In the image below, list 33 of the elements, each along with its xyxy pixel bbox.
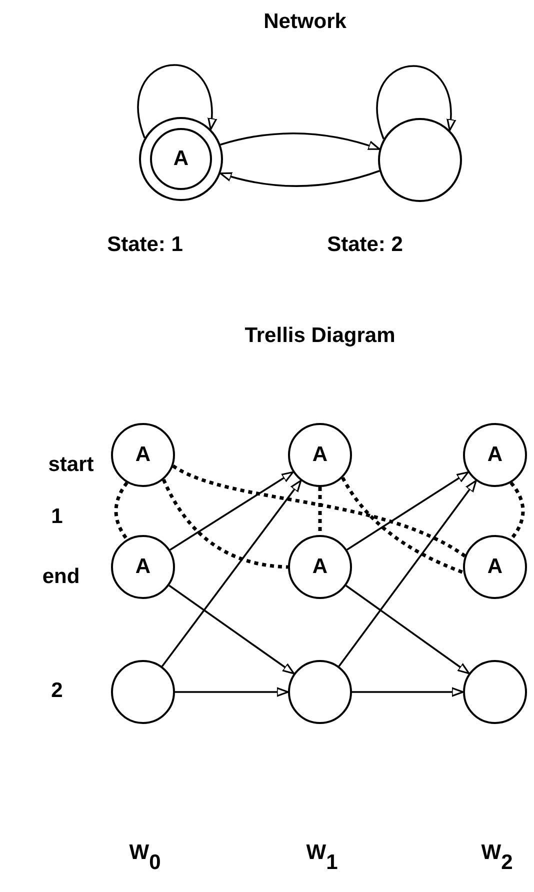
state-circle bbox=[288, 423, 352, 487]
state-label: A bbox=[135, 443, 151, 467]
dotted-line bbox=[114, 482, 128, 540]
state-label: A bbox=[312, 443, 328, 467]
dotted-line bbox=[172, 464, 466, 558]
state-label: A bbox=[312, 555, 328, 579]
state-label: State: 1 bbox=[107, 233, 183, 257]
section-heading: Trellis Diagram bbox=[244, 324, 396, 348]
arrow bbox=[338, 480, 477, 667]
arrow bbox=[352, 687, 464, 697]
arrow bbox=[175, 687, 289, 697]
arrow bbox=[346, 584, 470, 674]
state-label: A bbox=[487, 555, 503, 579]
state-label: A bbox=[487, 443, 503, 467]
dotted-line bbox=[341, 476, 464, 574]
row-label: end bbox=[42, 565, 80, 589]
arrow bbox=[170, 471, 294, 551]
arrow bbox=[376, 65, 456, 140]
state-label: State: 2 bbox=[327, 233, 403, 257]
state-label: A bbox=[135, 555, 151, 579]
row-label: 2 bbox=[51, 679, 63, 703]
dotted-line bbox=[162, 478, 288, 569]
arrow bbox=[220, 132, 380, 150]
arrow bbox=[220, 170, 380, 187]
row-label: start bbox=[48, 453, 94, 477]
dotted-line bbox=[510, 482, 525, 540]
diagram-title: Network bbox=[264, 10, 346, 34]
arrow bbox=[161, 480, 302, 667]
arrow bbox=[346, 471, 469, 550]
arrow bbox=[168, 584, 295, 674]
row-label: 1 bbox=[51, 505, 63, 529]
state-label: A bbox=[173, 147, 189, 171]
arrow bbox=[138, 64, 216, 138]
